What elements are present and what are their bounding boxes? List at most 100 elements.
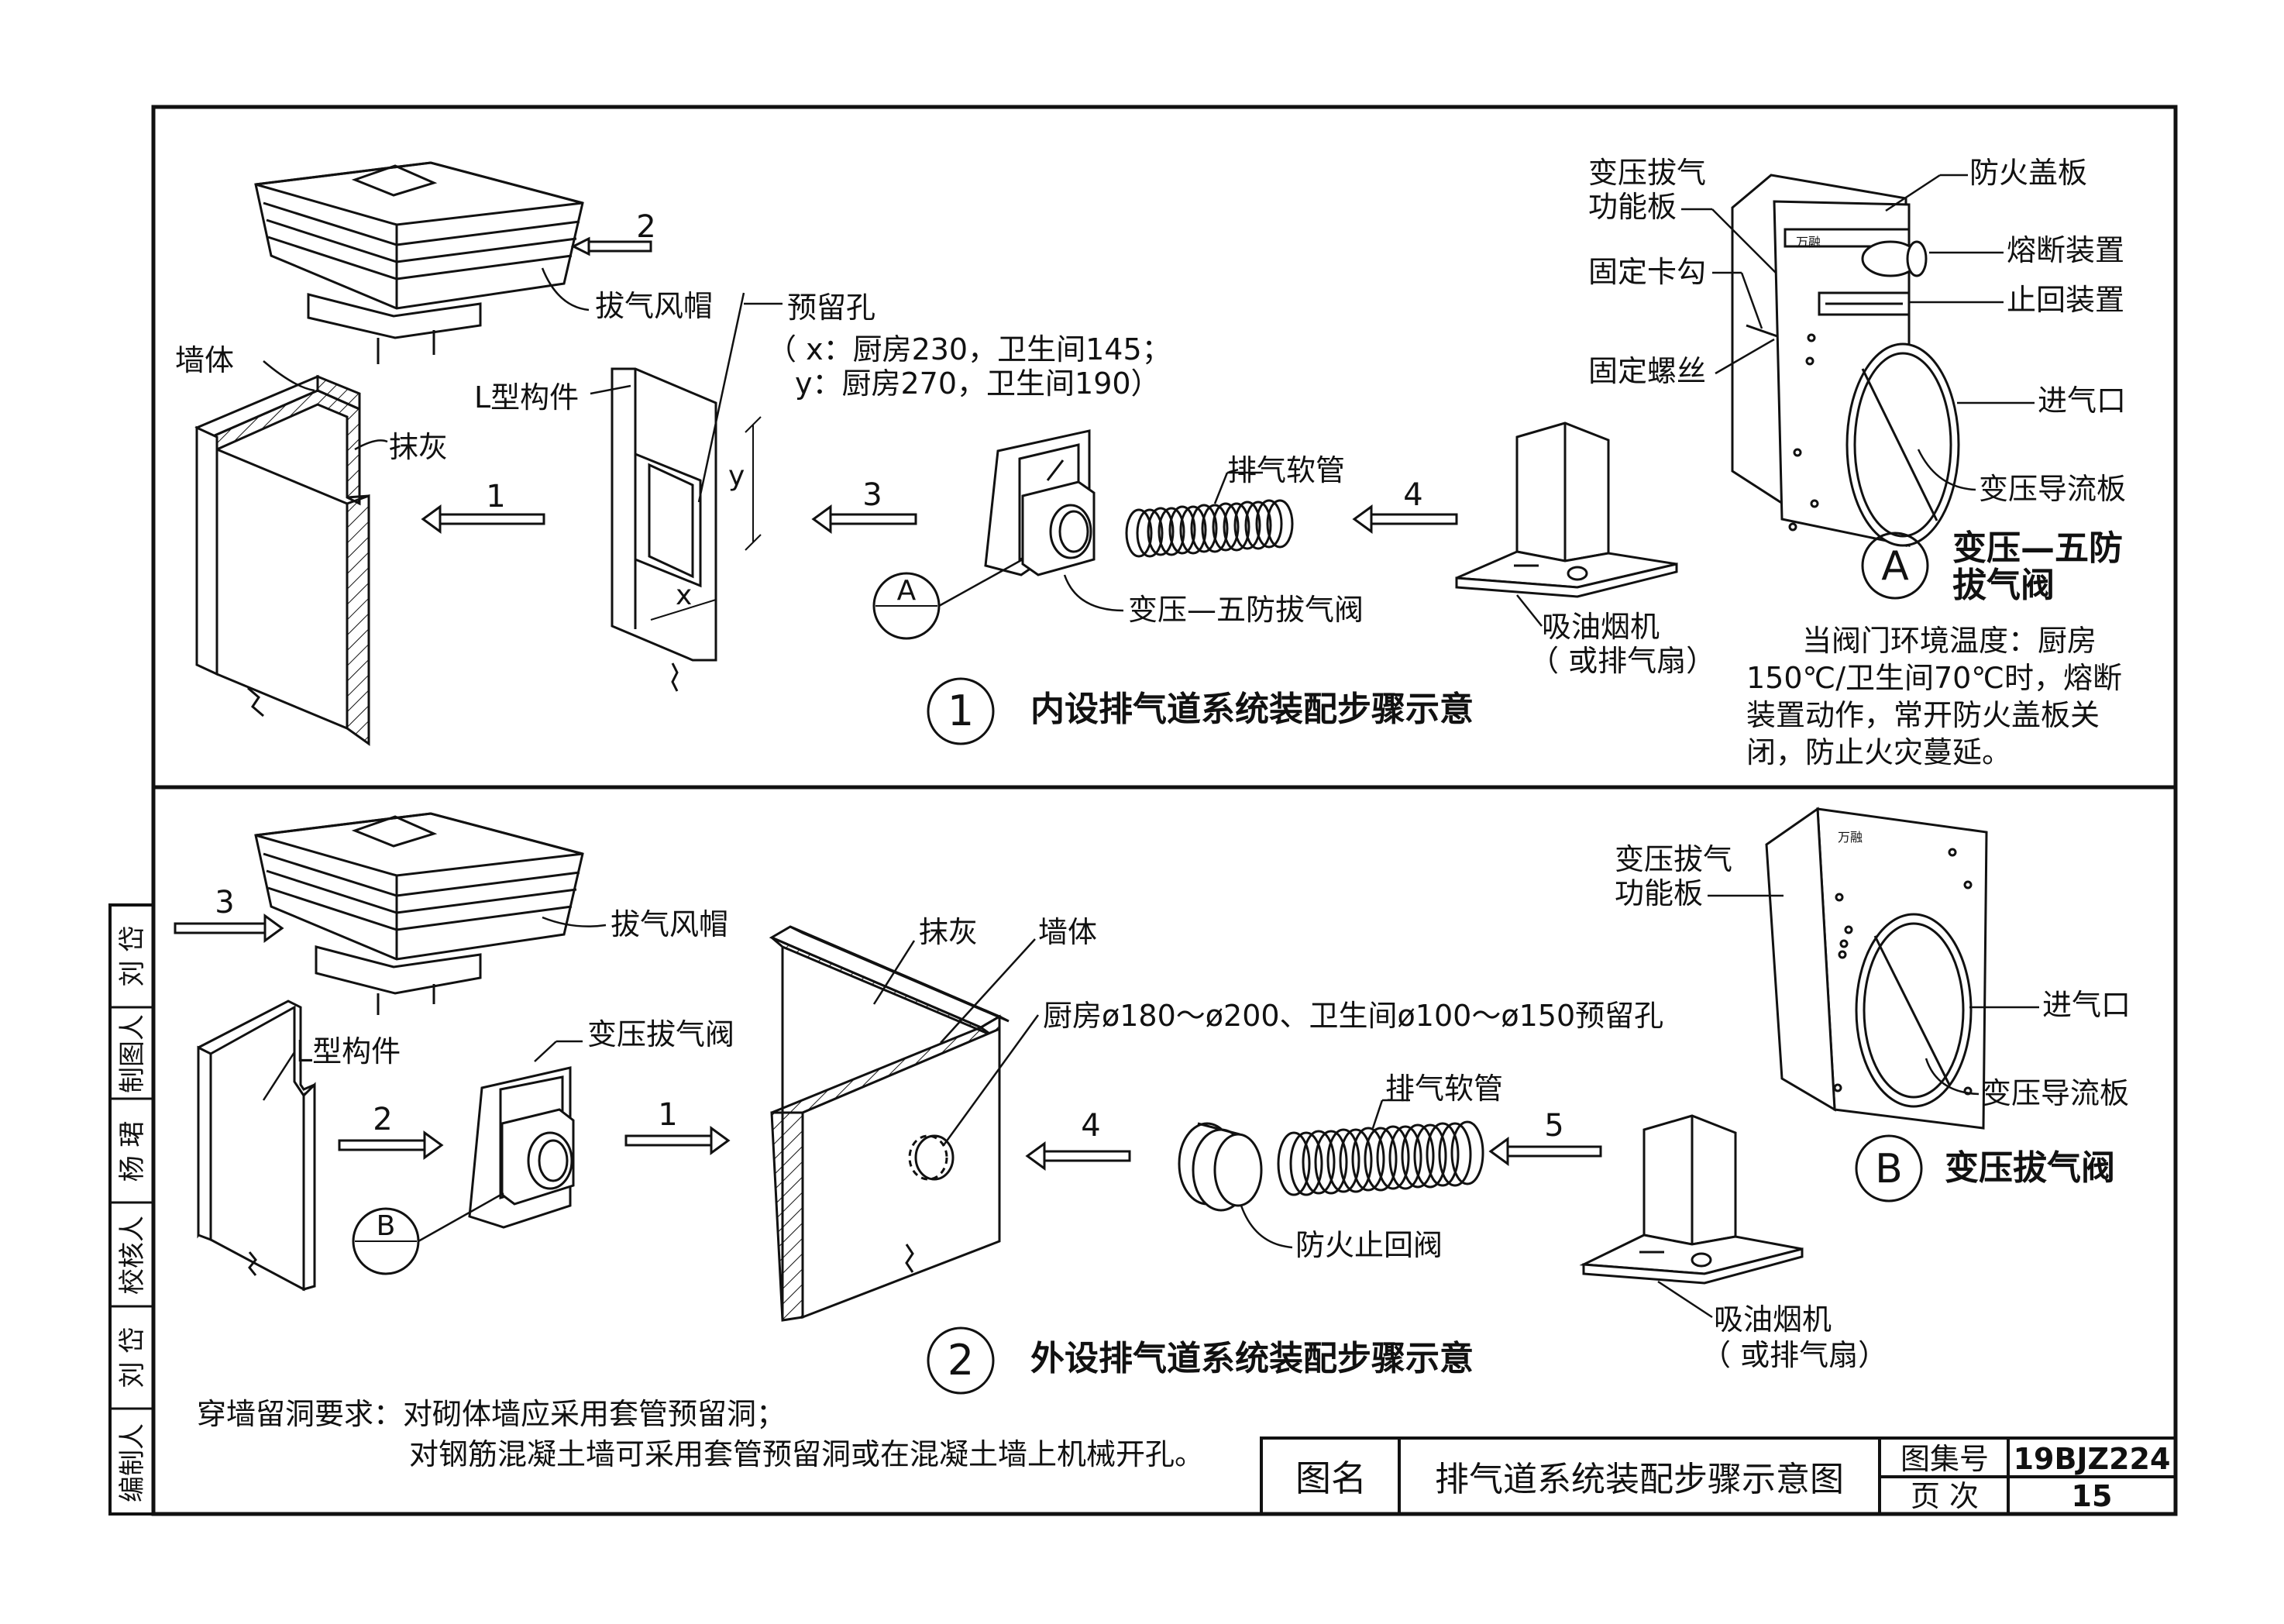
detail-b-guide: 变压导流板 [1982,1076,2129,1110]
detail-a-note-1: 当阀门环境温度：厨房 [1802,624,2097,658]
callout-a-letter: A [897,575,917,607]
requirement-line-1: 穿墙留洞要求：对砌体墙应采用套管预留洞； [197,1397,786,1431]
exhaust-cap-2 [254,812,584,1015]
detail-b-func-board-2: 功能板 [1615,876,1703,910]
p2-step-number-4: 4 [1081,1108,1100,1144]
p2-step-number-1: 1 [658,1097,677,1133]
step-number-1: 1 [486,479,505,514]
sidebar-drafter-name: 刘 岱 [117,926,148,987]
p2-step-number-3: 3 [215,885,234,920]
panel1-number-circle [927,677,995,745]
detail-a-check: 止回装置 [2007,283,2124,317]
step-arrow-p2-2 [423,1130,444,1160]
wall-1 [194,374,370,746]
step-arrow-p2-1 [710,1126,731,1155]
wall-label-1: 墙体 [175,343,234,377]
cap-label-2: 拔气风帽 [611,907,728,941]
hole-label-2: 厨房ø180～ø200、卫生间ø100～ø150预留孔 [1043,999,1663,1033]
sidebar-compiler-label: 编制人 [117,1423,148,1502]
title-block-name-label: 图名 [1295,1457,1367,1499]
detail-a-fuse: 熔断装置 [2007,233,2124,267]
l-member-2 [197,1000,316,1292]
hood-label-1b: （ 或排气扇） [1529,644,1715,678]
sidebar-checker-name: 杨 珺 [117,1121,148,1182]
sidebar-compiler-name: 刘 岱 [117,1327,148,1388]
step-arrow-p2-4 [1025,1141,1046,1171]
hood-label-2a: 吸油烟机 [1714,1302,1832,1337]
step-arrow-4 [1352,504,1373,534]
detail-b-inlet: 进气口 [2042,988,2131,1022]
l-member-1 [611,367,717,692]
detail-b-valve [1765,807,1988,1130]
detail-a-letter: A [1881,543,1909,590]
cap-label-1: 拔气风帽 [595,289,713,323]
detail-a-note-2: 150℃/卫生间70℃时，熔断 [1746,661,2122,695]
detail-a-circle [1861,532,1929,600]
hood-label-1a: 吸油烟机 [1542,610,1660,644]
detail-a-title-2: 拔气阀 [1952,566,2055,605]
dim-x: x [676,580,692,611]
valve-1 [984,429,1096,576]
sidebar-drafter-label: 制图人 [117,1014,148,1093]
title-block [1260,1436,2177,1516]
step-arrow-p2-5 [1488,1137,1509,1166]
l-member-label-1: L型构件 [474,380,579,415]
detail-a-func-board-1: 变压拔气 [1588,156,1706,190]
check-valve-label: 防火止回阀 [1295,1228,1443,1262]
hose-1 [1125,499,1294,558]
panel2-number-circle [927,1326,995,1395]
detail-a-valve [1731,174,1960,547]
panel1-title: 内设排气道系统装配步骤示意 [1030,690,1474,729]
hood-label-2b: （ 或排气扇） [1701,1338,1887,1372]
signature-sidebar: 编制人 刘 岱 校核人 杨 珺 制图人 刘 岱 [108,903,155,1516]
hose-label-2: 排气软管 [1385,1072,1503,1106]
title-block-page-label: 页 次 [1911,1479,1979,1513]
step-arrow-p2-3 [263,914,284,943]
range-hood-1 [1455,421,1678,598]
wall-2 [769,925,1010,1322]
plaster-label-1: 抹灰 [389,430,448,464]
requirement-line-2: 对钢筋混凝土墙可采用套管预留洞或在混凝土墙上机械开孔。 [409,1437,1204,1471]
brand-logo-b: 万融 [1838,830,1863,845]
range-hood-2 [1579,1114,1804,1285]
detail-b-circle [1855,1134,1923,1203]
wall-label-2: 墙体 [1038,915,1097,949]
callout-b-letter: B [377,1210,396,1242]
title-block-atlas: 19BJZ224 [2014,1442,2171,1476]
detail-a-inlet: 进气口 [2038,384,2126,418]
step-number-4: 4 [1403,477,1422,513]
title-block-page: 15 [2072,1479,2113,1513]
hose-2 [1277,1120,1484,1196]
step-arrow-1 [421,504,442,534]
step-arrow-3 [811,504,832,534]
sidebar-checker-label: 校核人 [117,1216,148,1295]
title-block-atlas-label: 图集号 [1900,1442,1989,1476]
plaster-label-2: 抹灰 [919,915,978,949]
hose-label-1: 排气软管 [1227,453,1345,487]
detail-b-title: 变压拔气阀 [1945,1148,2115,1188]
p2-step-number-5: 5 [1544,1108,1563,1144]
detail-a-func-board-2: 功能板 [1588,190,1677,224]
exhaust-cap-1 [254,161,584,364]
hole-x-dims: （ x：厨房230，卫生间145； [767,332,1171,366]
hole-label-1: 预留孔 [787,291,875,325]
title-block-name: 排气道系统装配步骤示意图 [1435,1460,1844,1499]
fire-check-valve [1178,1122,1263,1212]
detail-a-note-4: 闭，防止火灾蔓延。 [1746,735,2011,769]
brand-logo-a: 万融 [1796,235,1821,249]
valve-label-2: 变压拔气阀 [587,1017,734,1051]
valve-label-1: 变压—五防拔气阀 [1128,593,1364,627]
step-number-3: 3 [862,477,882,513]
hole-y-dims: y：厨房270，卫生间190） [795,366,1161,401]
detail-a-title-1: 变压—五防 [1952,528,2123,568]
panel1-number: 1 [948,686,974,735]
valve-2 [468,1066,575,1229]
panel2-number: 2 [948,1336,974,1385]
detail-a-guide: 变压导流板 [1979,472,2126,506]
detail-a-clip: 固定卡勾 [1588,255,1706,289]
detail-b-func-board-1: 变压拔气 [1615,842,1732,876]
detail-a-note-3: 装置动作，常开防火盖板关 [1746,698,2100,732]
panel2-title: 外设排气道系统装配步骤示意 [1030,1339,1474,1378]
sheet-frame [151,105,2178,1516]
